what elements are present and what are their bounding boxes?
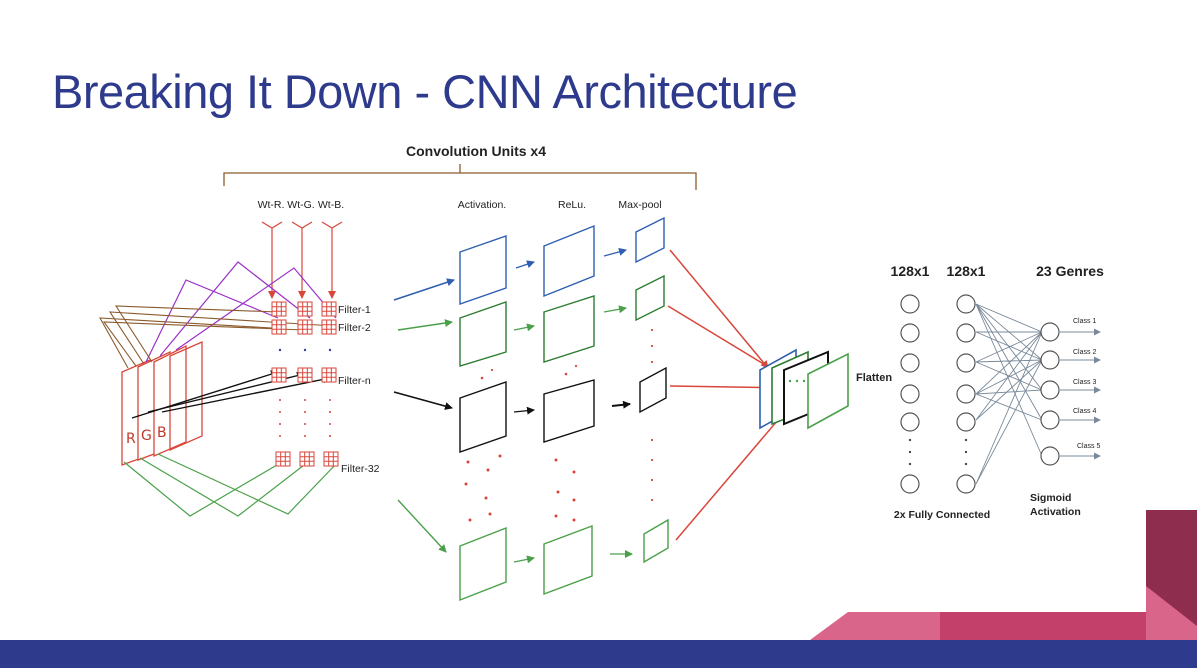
filter-n-label: Filter-n <box>338 375 371 387</box>
rgb-input-planes <box>121 341 203 466</box>
filter-32-grid <box>275 451 339 467</box>
activation-label: Activation. <box>458 199 506 211</box>
weight-label-b: Wt-B. <box>318 199 344 211</box>
dense-layer-1 <box>900 294 920 494</box>
relu-column <box>543 224 595 596</box>
convolution-bracket: Convolution Units x4 <box>223 143 697 190</box>
class-1-label: Class 1 <box>1073 318 1096 325</box>
purple-connections <box>145 261 337 363</box>
dense-connections <box>975 303 1043 485</box>
filter-n-grid <box>271 367 337 383</box>
sigmoid-label-line-2: Activation <box>1030 506 1081 518</box>
activation-column <box>459 235 507 602</box>
arrow-to-activation-black <box>393 391 453 410</box>
fully-connected-label: 2x Fully Connected <box>894 509 990 521</box>
convolution-units-label: Convolution Units x4 <box>406 143 546 159</box>
dense-dots <box>908 438 968 466</box>
filter-32-label: Filter-32 <box>341 463 380 475</box>
arrow-to-activation-blue <box>393 278 455 301</box>
weight-input-lines <box>261 221 343 298</box>
sigmoid-label-line-1: Sigmoid <box>1030 492 1071 504</box>
dense-layer-2 <box>956 294 976 494</box>
stage-arrows <box>513 247 633 564</box>
filter-1-grid <box>271 301 337 317</box>
output-layer <box>1040 322 1060 466</box>
filter-dots-lower <box>279 399 331 437</box>
green-connections <box>123 453 339 517</box>
maxpool-column <box>635 216 669 564</box>
weight-label-g: Wt-G. <box>287 199 314 211</box>
filter-dots <box>278 348 332 352</box>
dense-2-label: 128x1 <box>947 263 986 279</box>
footer-bar <box>0 640 1197 668</box>
brown-connections <box>99 305 335 369</box>
channel-r-label: R <box>126 431 136 447</box>
column-dots <box>464 328 654 522</box>
relu-label: ReLu. <box>558 199 586 211</box>
channel-g-label: G <box>141 428 152 444</box>
dense-1-label: 128x1 <box>891 263 930 279</box>
flatten-stack <box>759 348 849 430</box>
filter-2-grid <box>271 319 337 335</box>
filter-grids <box>271 301 339 467</box>
weight-label-r: Wt-R. <box>258 199 285 211</box>
class-4-label: Class 4 <box>1073 408 1096 415</box>
maxpool-label: Max-pool <box>618 199 661 211</box>
flatten-label: Flatten <box>856 372 892 384</box>
class-2-label: Class 2 <box>1073 349 1096 356</box>
filter-2-label: Filter-2 <box>338 322 371 334</box>
flatten-dots <box>788 379 806 383</box>
class-5-label: Class 5 <box>1077 443 1100 450</box>
slide-title: Breaking It Down - CNN Architecture <box>52 65 798 118</box>
class-3-label: Class 3 <box>1073 379 1096 386</box>
genres-label: 23 Genres <box>1036 263 1104 279</box>
output-arrows <box>1060 328 1101 460</box>
arrow-to-activation-green <box>397 319 453 331</box>
filter-1-label: Filter-1 <box>338 304 371 316</box>
arrow-to-activation-green-lower <box>397 499 447 553</box>
channel-b-label: B <box>157 425 167 441</box>
corner-decoration <box>810 510 1197 640</box>
